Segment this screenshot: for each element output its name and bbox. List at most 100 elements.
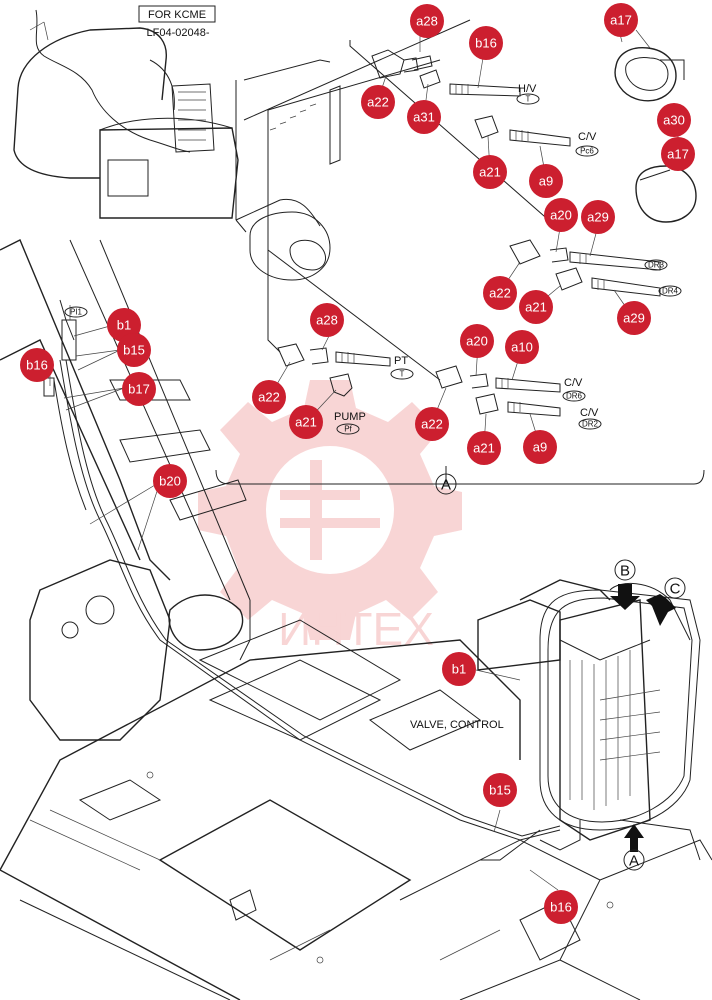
circle-a-frame: A [629, 853, 639, 870]
badge-b16-bottom[interactable]: b16 [544, 890, 578, 924]
svg-text:a22: a22 [421, 417, 443, 432]
badge-a31[interactable]: a31 [407, 100, 441, 134]
badge-b17[interactable]: b17 [122, 372, 156, 406]
badge-a9-top[interactable]: a9 [529, 164, 563, 198]
badge-a30[interactable]: a30 [657, 103, 691, 137]
badge-a28-mid[interactable]: a28 [310, 303, 344, 337]
label-pump: PUMP [334, 411, 366, 423]
svg-text:b17: b17 [128, 382, 150, 397]
oval-dr2: DR2 [582, 420, 599, 429]
svg-text:a22: a22 [367, 95, 389, 110]
svg-text:a21: a21 [295, 415, 317, 430]
badge-a21-right[interactable]: a21 [467, 431, 501, 465]
badge-a20-top[interactable]: a20 [544, 198, 578, 232]
oval-dr3: DR3 [648, 261, 665, 270]
badge-a17-top[interactable]: a17 [604, 3, 638, 37]
frame-drawing [0, 619, 712, 1000]
svg-text:b1: b1 [117, 318, 131, 333]
oval-t-2: T [400, 370, 405, 379]
oval-labels: T Pc6 DR3 DR4 T Pf DR6 DR2 PI1 [64, 93, 682, 435]
arrow-b-icon [610, 584, 640, 610]
svg-text:a9: a9 [539, 174, 553, 189]
svg-text:a22: a22 [489, 286, 511, 301]
oval-pi1: PI1 [70, 308, 83, 317]
fittings-top [371, 49, 661, 297]
control-valve-drawing [477, 579, 701, 861]
svg-text:a22: a22 [258, 390, 280, 405]
badge-a22-top[interactable]: a22 [361, 85, 395, 119]
badge-b15-bottom[interactable]: b15 [483, 773, 517, 807]
label-pt: PT [394, 355, 408, 367]
svg-text:b15: b15 [123, 343, 145, 358]
badge-b1-valve[interactable]: b1 [442, 652, 476, 686]
svg-text:a20: a20 [466, 334, 488, 349]
badge-a17-mid[interactable]: a17 [661, 137, 695, 171]
badge-a21-top[interactable]: a21 [473, 155, 507, 189]
cab-drawing [13, 9, 239, 219]
oval-dr6: DR6 [566, 392, 583, 401]
oval-t-1: T [526, 95, 531, 104]
svg-text:b16: b16 [550, 900, 572, 915]
svg-text:a9: a9 [533, 440, 547, 455]
badge-a29-top[interactable]: a29 [581, 200, 615, 234]
clamp-drawing [614, 47, 697, 223]
svg-text:a21: a21 [473, 441, 495, 456]
arrow-a-icon [624, 824, 644, 852]
label-cv-3: C/V [580, 407, 599, 419]
circle-c: C [670, 581, 681, 598]
svg-text:a28: a28 [316, 313, 338, 328]
part-code: LF04-02048- [147, 27, 210, 39]
svg-text:a21: a21 [525, 300, 547, 315]
hose-routing [43, 299, 561, 841]
circle-a-detail: A [441, 477, 451, 494]
badge-b15-left[interactable]: b15 [117, 333, 151, 367]
svg-text:a21: a21 [479, 165, 501, 180]
badge-b16-left[interactable]: b16 [20, 348, 54, 382]
badge-a22-left[interactable]: a22 [252, 380, 286, 414]
kcme-box [138, 5, 216, 23]
label-hv: H/V [518, 83, 537, 95]
svg-text:a17: a17 [610, 13, 632, 28]
svg-text:a17: a17 [667, 147, 689, 162]
badge-a10[interactable]: a10 [505, 330, 539, 364]
label-cv-2: C/V [564, 377, 583, 389]
badge-a22-right[interactable]: a22 [415, 407, 449, 441]
badge-b16-top[interactable]: b16 [469, 26, 503, 60]
watermark: ИНТЕХ [198, 380, 462, 655]
badge-a21-mid[interactable]: a21 [519, 290, 553, 324]
badge-a28-top[interactable]: a28 [410, 4, 444, 38]
label-cv-1: C/V [578, 131, 597, 143]
svg-text:a20: a20 [550, 208, 572, 223]
arrows [610, 584, 676, 852]
watermark-gear-icon [198, 380, 462, 640]
oval-pf: Pf [344, 425, 352, 434]
callout-badges: a28 b16 a17 a22 a31 a30 a17 a21 a9 a20 a… [20, 3, 695, 924]
oval-pc6: Pc6 [580, 147, 594, 156]
text-labels: H/V C/V PT PUMP C/V C/V VALVE, CONTROL [334, 83, 599, 731]
label-valve-control: VALVE, CONTROL [410, 719, 504, 731]
badge-a22-mid[interactable]: a22 [483, 276, 517, 310]
oval-dr4: DR4 [662, 287, 679, 296]
svg-text:b15: b15 [489, 783, 511, 798]
svg-text:a10: a10 [511, 340, 533, 355]
svg-text:a31: a31 [413, 110, 435, 125]
badge-a29-mid[interactable]: a29 [617, 301, 651, 335]
svg-text:a29: a29 [623, 311, 645, 326]
svg-text:b20: b20 [159, 474, 181, 489]
svg-text:b1: b1 [452, 662, 466, 677]
svg-text:a28: a28 [416, 14, 438, 29]
badge-a9-bottom[interactable]: a9 [523, 430, 557, 464]
badge-b20[interactable]: b20 [153, 464, 187, 498]
watermark-text: ИНТЕХ [278, 603, 434, 655]
svg-text:b16: b16 [26, 358, 48, 373]
svg-text:a30: a30 [663, 113, 685, 128]
fittings-middle [277, 343, 561, 417]
detail-a-frame [215, 19, 705, 485]
badge-a20-mid[interactable]: a20 [460, 324, 494, 358]
circle-b: B [620, 563, 630, 580]
svg-text:a29: a29 [587, 210, 609, 225]
badge-a21-left[interactable]: a21 [289, 405, 323, 439]
svg-text:b16: b16 [475, 36, 497, 51]
